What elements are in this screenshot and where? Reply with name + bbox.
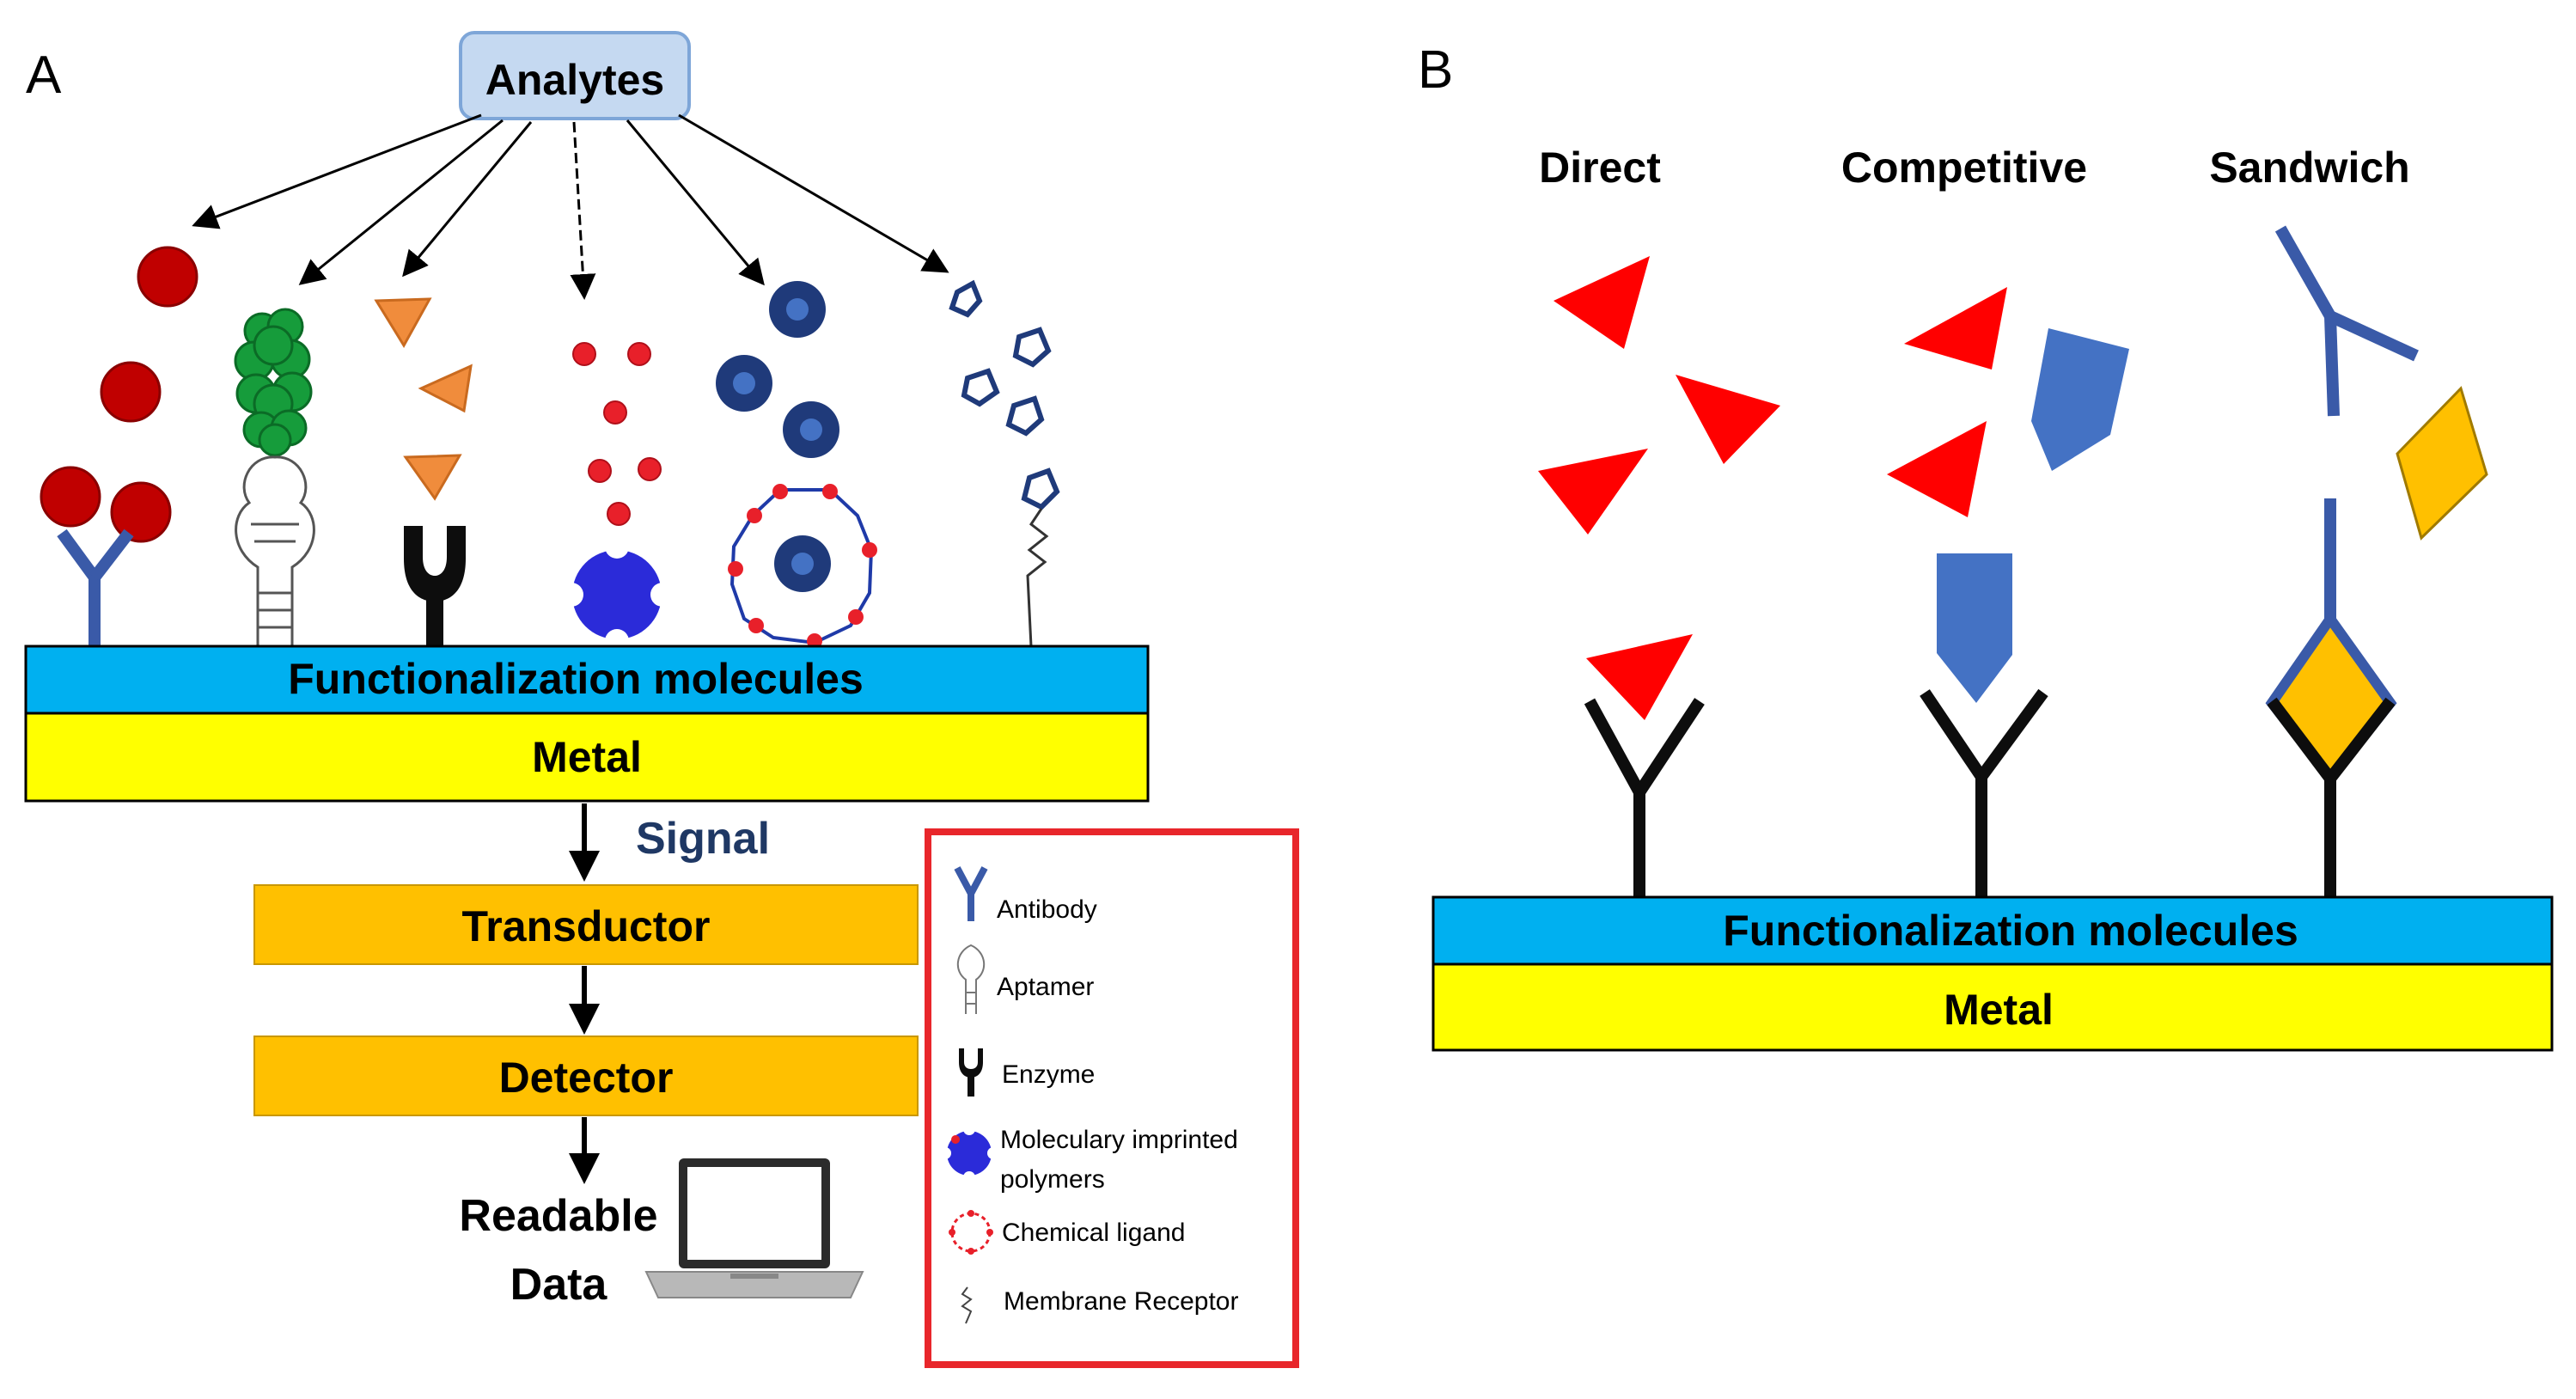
direct-label: Direct <box>1539 144 1661 192</box>
free-antigen-diamond-icon <box>2396 386 2488 541</box>
legend-chemical-ligand-icon <box>949 1210 993 1255</box>
legend-chemical-ligand-label: Chemical ligand <box>1002 1219 1185 1247</box>
orange-triangles <box>374 297 473 501</box>
competitive-label: Competitive <box>1841 144 2087 192</box>
pentagon-icon <box>1005 395 1045 437</box>
data-label: Data <box>510 1260 608 1310</box>
aptamer-icon <box>235 455 315 646</box>
direct-antigens <box>1538 256 1780 720</box>
red-triangle-icon <box>1904 287 2007 370</box>
arrow-to-receptor-analyte <box>678 113 949 273</box>
legend-membrane-receptor-icon <box>961 1286 973 1324</box>
red-triangle-icon <box>1676 375 1780 464</box>
sandwich-capture-antibody-icon <box>2267 697 2396 897</box>
sandwich-detection-antibody-icon <box>2274 225 2419 417</box>
arrow-to-enzyme-analyte <box>402 121 533 278</box>
legend-mip-icon <box>939 1123 999 1183</box>
legend-enzyme-label: Enzyme <box>1002 1060 1095 1089</box>
red-sphere-icon <box>100 361 162 423</box>
red-triangle-icon <box>1554 256 1650 349</box>
red-triangle-icon <box>1887 421 1987 517</box>
analyte-arrows <box>192 113 949 300</box>
pentagon-icon <box>1021 467 1060 510</box>
navy-analytes <box>716 281 839 458</box>
pentagon-icon <box>1012 327 1052 368</box>
membrane-receptor-icon <box>1026 508 1049 647</box>
legend-enzyme-icon <box>959 1048 983 1097</box>
detector-label: Detector <box>499 1054 674 1102</box>
legend-aptamer-label: Aptamer <box>997 973 1094 1001</box>
pentagon-icon <box>949 279 983 318</box>
chemical-ligand-icon <box>728 484 877 649</box>
arrow-to-mip-analyte <box>570 121 596 300</box>
competitive-antigens <box>1887 287 2007 517</box>
antibody-icon <box>57 528 134 646</box>
red-dots <box>572 342 662 526</box>
red-triangle-icon <box>1586 634 1693 720</box>
legend-mip-label-1: Moleculary imprinted <box>1000 1126 1238 1154</box>
panel-b-letter: B <box>1418 40 1453 100</box>
metal-label-a: Metal <box>532 733 642 781</box>
orange-triangle-icon <box>403 454 462 501</box>
pentagon-icon <box>961 368 1000 407</box>
functionalization-label-b: Functionalization molecules <box>1723 907 2298 955</box>
legend-box <box>925 828 1299 1368</box>
pentagon-analytes <box>949 279 1060 510</box>
metal-layer-b <box>1431 962 2554 1052</box>
detector-box <box>253 1036 919 1116</box>
bound-competitor-icon <box>1937 553 2012 703</box>
legend-items: Antibody Aptamer Enzyme Moleculary impri… <box>939 866 1238 1324</box>
functionalization-layer-a <box>24 645 1150 715</box>
molecular-imprinted-polymer-icon <box>559 535 675 653</box>
functionalization-layer-b <box>1431 895 2554 966</box>
orange-triangle-icon <box>418 363 473 413</box>
functionalization-label-a: Functionalization molecules <box>288 655 864 703</box>
transductor-label: Transductor <box>462 902 711 950</box>
red-sphere-icon <box>137 246 198 308</box>
panel-a: A Analytes <box>24 31 1299 1368</box>
orange-triangle-icon <box>374 297 432 348</box>
legend-mip-label-2: polymers <box>1000 1165 1105 1194</box>
competitive-antibody-icon <box>1920 688 2048 897</box>
metal-label-b: Metal <box>1944 986 2054 1034</box>
direct-antibody-icon <box>1584 698 1705 897</box>
readable-label: Readable <box>459 1191 657 1241</box>
bound-antigen-diamond-icon <box>2265 609 2397 787</box>
red-sphere-icon <box>110 481 172 543</box>
analytes-label: Analytes <box>485 56 664 104</box>
legend-antibody-label: Antibody <box>997 895 1097 924</box>
red-spheres <box>40 246 198 543</box>
panel-b: B Direct Competitive Sandwich <box>1418 40 2554 1052</box>
legend-aptamer-icon <box>957 944 985 1014</box>
arrow-to-antibody-analyte <box>192 113 482 229</box>
signal-label: Signal <box>636 814 770 864</box>
legend-antibody-icon <box>954 866 988 921</box>
panel-a-letter: A <box>26 46 62 105</box>
legend-membrane-receptor-label: Membrane Receptor <box>1004 1287 1238 1316</box>
arrow-to-ligand-analyte <box>626 119 765 286</box>
red-triangle-icon <box>1538 449 1648 535</box>
red-sphere-icon <box>40 466 101 528</box>
enzyme-icon <box>404 526 466 646</box>
aptamer-target-icon <box>234 308 313 457</box>
transductor-box <box>253 884 919 965</box>
arrow-to-aptamer-analyte <box>298 119 504 285</box>
metal-layer-a <box>24 712 1150 803</box>
competitor-pentagon-icon <box>2031 328 2129 471</box>
sandwich-complex <box>2265 498 2397 787</box>
laptop-icon <box>644 1158 864 1298</box>
analytes-box <box>459 31 691 120</box>
sandwich-label: Sandwich <box>2209 144 2409 192</box>
